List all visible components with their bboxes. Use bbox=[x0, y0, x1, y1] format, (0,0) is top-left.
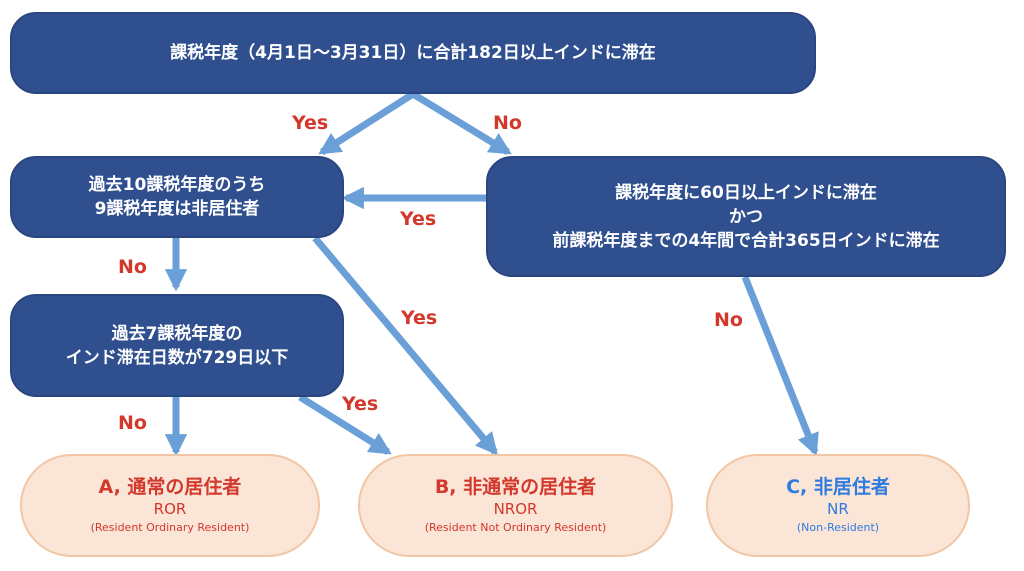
arrow-q1-no bbox=[411, 91, 512, 155]
result-b-nror: B, 非通常の居住者 NROR (Resident Not Ordinary R… bbox=[358, 454, 673, 557]
arrow-q4-yes bbox=[298, 394, 392, 455]
node-q2-line-2: 9課税年度は非居住者 bbox=[94, 199, 260, 219]
result-a-ror: A, 通常の居住者 ROR (Resident Ordinary Residen… bbox=[20, 454, 320, 557]
node-q1-line: 課税年度（4月1日〜3月31日）に合計182日以上インドに滞在 bbox=[170, 43, 656, 63]
result-a-title: A, 通常の居住者 bbox=[98, 476, 242, 498]
result-c-full: (Non-Resident) bbox=[796, 521, 880, 534]
node-q1-182-days: 課税年度（4月1日〜3月31日）に合計182日以上インドに滞在 bbox=[10, 12, 816, 94]
label-q3-yes: Yes bbox=[400, 208, 437, 230]
label-q4-yes: Yes bbox=[342, 393, 379, 415]
result-c-title: C, 非居住者 bbox=[786, 476, 890, 498]
label-q1-no: No bbox=[493, 112, 522, 134]
result-a-abbr: ROR bbox=[153, 500, 187, 518]
result-b-title: B, 非通常の居住者 bbox=[434, 476, 597, 498]
result-b-full: (Resident Not Ordinary Resident) bbox=[424, 521, 607, 534]
node-q4-729-days: 過去7課税年度の インド滞在日数が729日以下 bbox=[10, 294, 344, 397]
node-q2-line-1: 過去10課税年度のうち bbox=[88, 175, 266, 195]
arrow-q2-yes bbox=[312, 235, 498, 456]
label-q2-yes: Yes bbox=[401, 307, 438, 329]
result-c-abbr: NR bbox=[827, 500, 849, 518]
node-q4-line-2: インド滞在日数が729日以下 bbox=[65, 347, 289, 368]
label-q2-no: No bbox=[118, 256, 147, 278]
label-q3-no: No bbox=[714, 309, 743, 331]
label-q1-yes: Yes bbox=[292, 112, 329, 134]
result-c-nr: C, 非居住者 NR (Non-Resident) bbox=[706, 454, 970, 557]
node-q3-line-1: 課税年度に60日以上インドに滞在 bbox=[615, 182, 877, 203]
arrow-q3-no bbox=[741, 275, 819, 457]
label-q4-no: No bbox=[118, 412, 147, 434]
node-q3-line-3: 前課税年度までの4年間で合計365日インドに滞在 bbox=[552, 230, 940, 251]
arrow-q1-yes bbox=[318, 91, 415, 155]
node-q4-line-1: 過去7課税年度の bbox=[111, 323, 243, 344]
node-q3-60-days: 課税年度に60日以上インドに滞在 かつ 前課税年度までの4年間で合計365日イン… bbox=[486, 156, 1006, 277]
node-q3-line-2: かつ bbox=[729, 206, 763, 227]
result-a-full: (Resident Ordinary Resident) bbox=[90, 521, 250, 534]
result-b-abbr: NROR bbox=[493, 500, 538, 518]
node-q2-non-resident-history: 過去10課税年度のうち 9課税年度は非居住者 bbox=[10, 156, 344, 238]
